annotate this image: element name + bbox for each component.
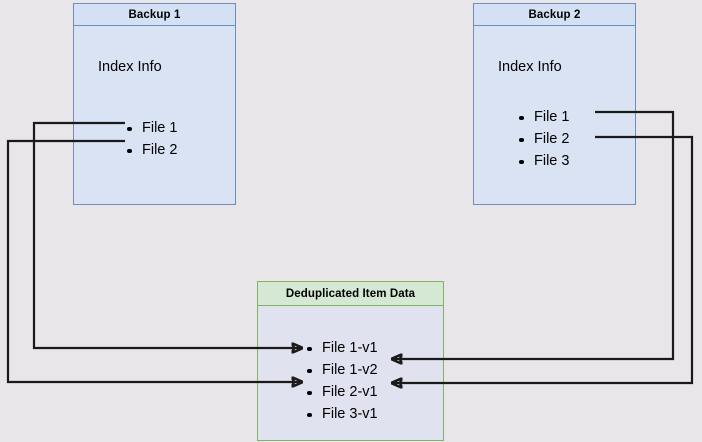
node-backup-1[interactable]: Backup 1 Index Info File 1 File 2 (73, 3, 236, 205)
list-item[interactable]: File 1-v2 (306, 359, 378, 381)
list-item[interactable]: File 3 (518, 150, 569, 172)
backup-1-file-list: File 1 File 2 (126, 117, 177, 161)
list-item[interactable]: File 1 (518, 106, 569, 128)
backup-1-index-info-label: Index Info (98, 59, 162, 75)
backup-2-file-list: File 1 File 2 File 3 (518, 106, 569, 172)
node-deduplicated-item-data[interactable]: Deduplicated Item Data File 1-v1 File 1-… (257, 281, 444, 441)
node-backup-1-body: Index Info File 1 File 2 (74, 26, 235, 204)
node-backup-2-header: Backup 2 (474, 4, 635, 26)
node-backup-2-body: Index Info File 1 File 2 File 3 (474, 26, 635, 204)
node-deduplicated-item-data-body: File 1-v1 File 1-v2 File 2-v1 File 3-v1 (258, 306, 443, 440)
node-backup-1-header: Backup 1 (74, 4, 235, 26)
list-item[interactable]: File 3-v1 (306, 403, 378, 425)
list-item[interactable]: File 2 (126, 139, 177, 161)
list-item[interactable]: File 2-v1 (306, 381, 378, 403)
dedup-item-list: File 1-v1 File 1-v2 File 2-v1 File 3-v1 (306, 337, 378, 425)
node-deduplicated-item-data-header: Deduplicated Item Data (258, 282, 443, 306)
list-item[interactable]: File 1 (126, 117, 177, 139)
node-backup-2[interactable]: Backup 2 Index Info File 1 File 2 File 3 (473, 3, 636, 205)
list-item[interactable]: File 2 (518, 128, 569, 150)
list-item[interactable]: File 1-v1 (306, 337, 378, 359)
backup-2-index-info-label: Index Info (498, 59, 562, 75)
